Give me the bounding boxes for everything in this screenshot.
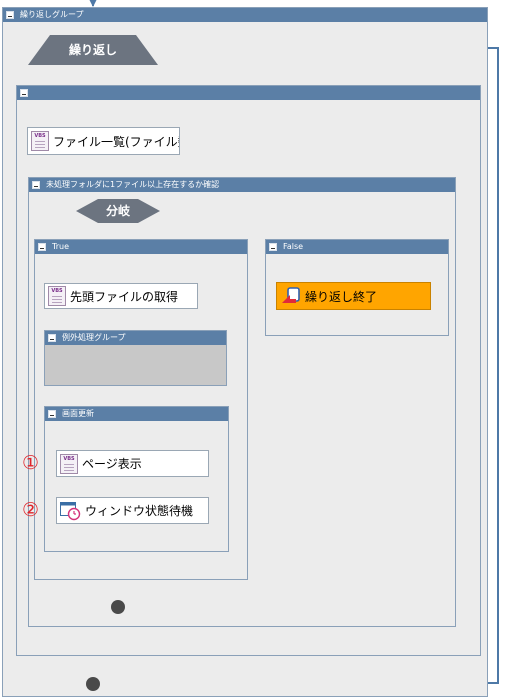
window-wait-label: ウィンドウ状態待機 — [85, 504, 194, 518]
screen-update-title: 画面更新 — [62, 409, 94, 418]
loop-label: 繰り返し — [68, 43, 117, 57]
branch-node[interactable]: 分岐 — [76, 199, 160, 223]
vbs-script-icon: VBS — [60, 453, 78, 474]
file-list-label: ファイル一覧(ファイル数... — [53, 134, 179, 149]
collapse-icon[interactable] — [6, 11, 14, 19]
collapse-icon[interactable] — [20, 89, 28, 97]
marker-1: ① — [22, 452, 40, 474]
branch-label: 分岐 — [105, 204, 130, 218]
marker-2: ② — [22, 499, 40, 521]
loop-end-label: 繰り返し終了 — [305, 289, 378, 304]
screen-update-group[interactable]: 画面更新 — [44, 406, 229, 552]
loop-end-dot — [86, 677, 100, 691]
branch-shape — [76, 199, 160, 223]
vbs-script-icon: VBS — [31, 131, 49, 151]
loop-end-activity[interactable]: 繰り返し終了 — [276, 282, 431, 310]
false-branch-title: False — [283, 242, 304, 251]
file-list-activity[interactable]: VBS ファイル一覧(ファイル数... — [27, 127, 180, 155]
collapse-icon[interactable] — [269, 243, 277, 251]
check-group-title: 未処理フォルダに1ファイル以上存在するか確認 — [46, 180, 220, 189]
window-wait-activity[interactable]: ウィンドウ状態待機 — [56, 497, 209, 524]
loop-shape — [28, 35, 158, 65]
loop-start[interactable]: 繰り返し — [28, 35, 158, 65]
get-first-file-activity[interactable]: VBS 先頭ファイルの取得 — [44, 283, 198, 309]
page-display-label: ページ表示 — [82, 457, 142, 471]
collapse-icon[interactable] — [38, 243, 46, 251]
collapse-icon[interactable] — [48, 334, 56, 342]
exception-group-title: 例外処理グループ — [62, 333, 126, 342]
exception-group[interactable]: 例外処理グループ — [44, 330, 227, 386]
collapse-icon[interactable] — [48, 410, 56, 418]
window-wait-icon — [60, 501, 81, 520]
get-first-file-label: 先頭ファイルの取得 — [70, 289, 179, 304]
true-branch-title: True — [52, 242, 69, 251]
vbs-script-icon: VBS — [48, 286, 66, 306]
page-display-activity[interactable]: VBS ページ表示 — [56, 450, 209, 477]
outer-group-title: 繰り返しグループ — [20, 10, 84, 19]
branch-merge-dot — [111, 600, 125, 614]
loop-end-icon — [282, 287, 300, 303]
collapse-icon[interactable] — [32, 181, 40, 189]
